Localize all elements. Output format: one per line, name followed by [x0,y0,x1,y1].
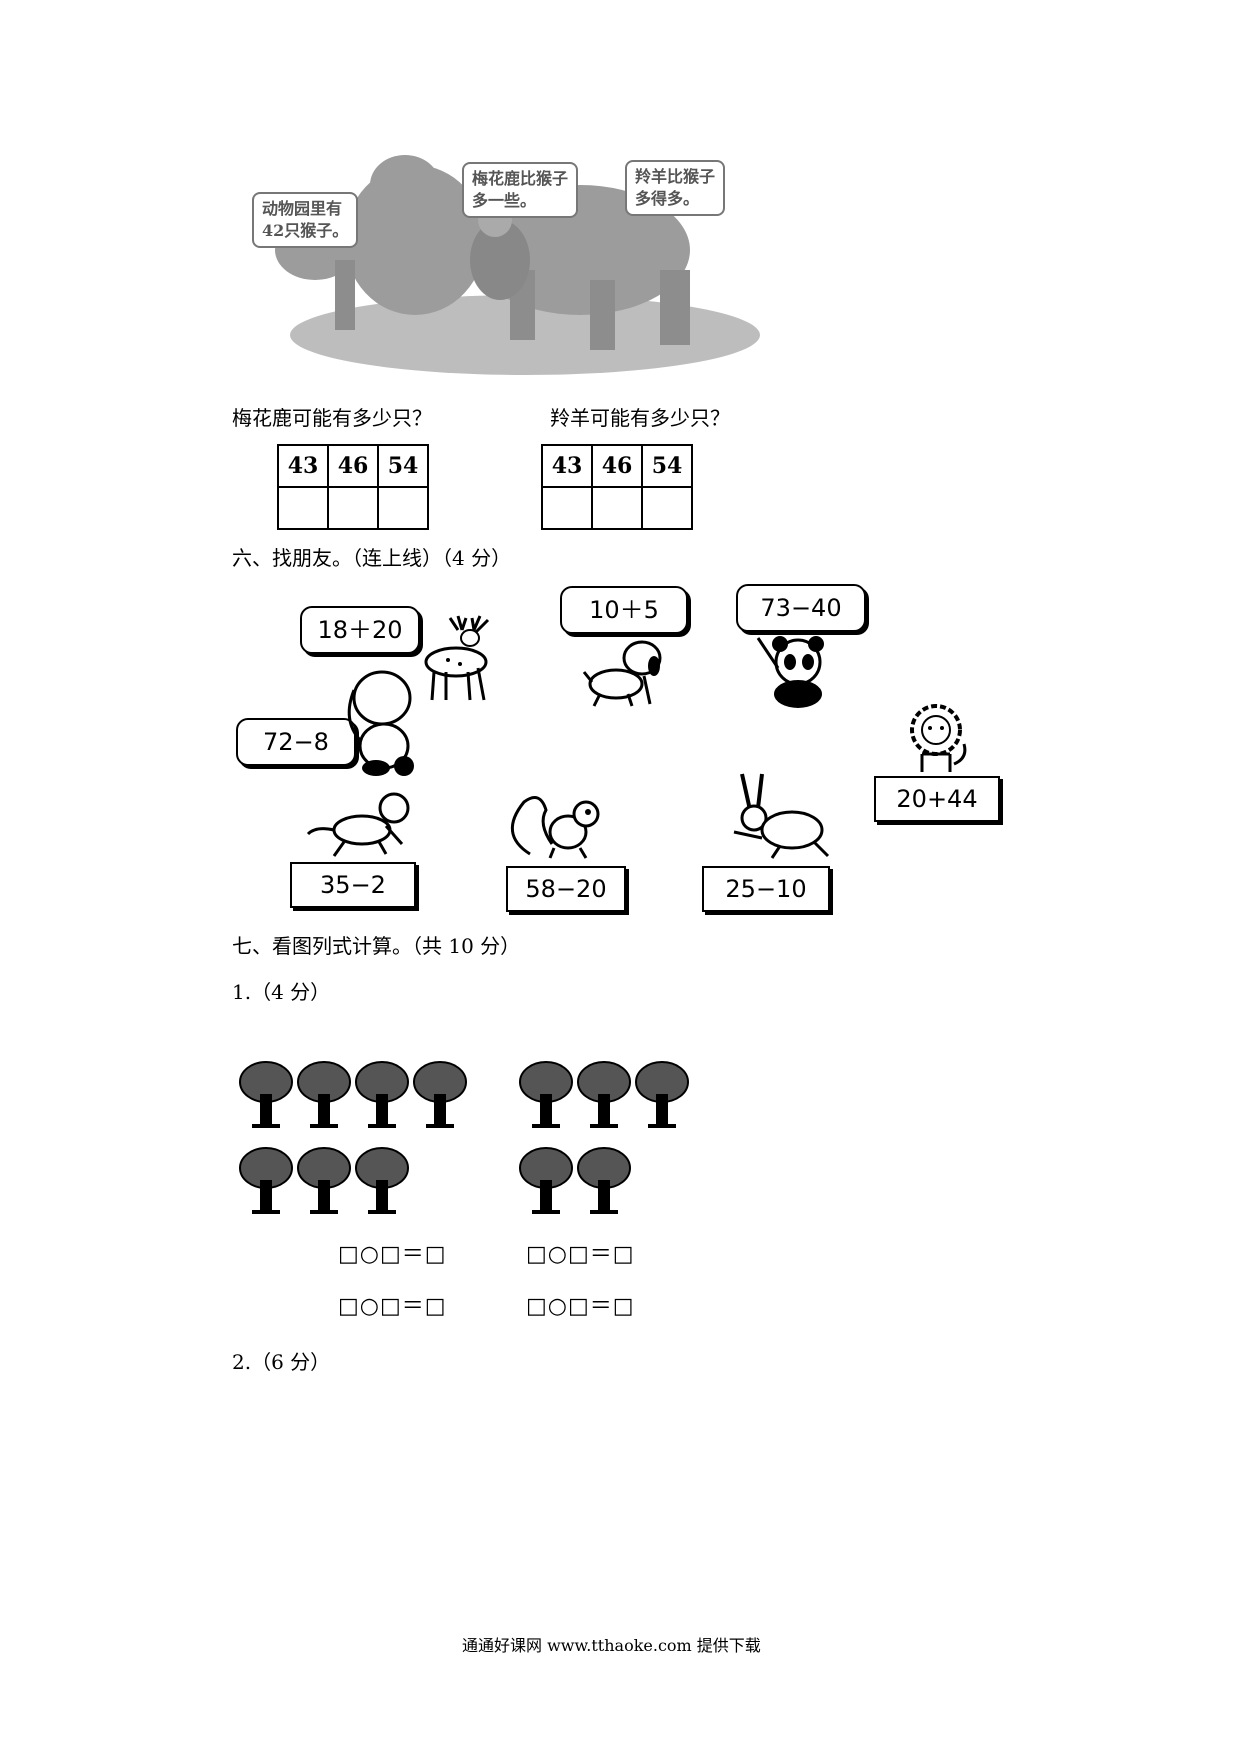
card-elephant-dog[interactable]: 72−8 [236,718,356,766]
equation-left-2[interactable]: □○□＝□ [338,1294,447,1319]
part1-label: 1.（4 分） [232,980,331,1004]
deer-option: 54 [377,444,429,488]
elephant-dog-icon[interactable] [340,668,430,778]
card-squirrel[interactable]: 58−20 [506,866,626,912]
deer-answer-grid: 43 46 54 [277,444,429,530]
equation-right-2[interactable]: □○□＝□ [526,1294,635,1319]
card-dog[interactable]: 10＋5 [560,586,688,634]
deer-answer-cell[interactable] [377,486,429,530]
trees-group-right [518,1060,698,1220]
antelope-answer-cell[interactable] [541,486,593,530]
footer-source: 通通好课网 www.tthaoke.com 提供下载 [462,1636,761,1655]
tree-icon [518,1060,690,1214]
bubble-monkeys: 动物园里有 42只猴子。 [252,192,359,248]
deer-answer-cell[interactable] [277,486,329,530]
dog-icon[interactable] [580,636,670,708]
bubble-deer: 梅花鹿比猴子 多一些。 [462,162,579,218]
bubble-antelope: 羚羊比猴子 多得多。 [625,160,726,216]
card-deer[interactable]: 18＋20 [300,606,420,654]
antelope-answer-cell[interactable] [641,486,693,530]
card-monkey[interactable]: 35−2 [290,862,416,908]
question-deer-prompt: 梅花鹿可能有多少只？ [232,406,432,430]
monkey-icon[interactable] [304,790,414,860]
antelope-option: 46 [591,444,643,488]
deer-answer-cell[interactable] [327,486,379,530]
part2-label: 2.（6 分） [232,1350,331,1374]
section7-title: 七、看图列式计算。（共 10 分） [232,934,521,958]
rabbit-icon[interactable] [720,770,832,862]
antelope-answer-grid: 43 46 54 [541,444,693,530]
lion-icon[interactable] [900,704,974,776]
deer-icon[interactable] [420,612,510,704]
panda-icon[interactable] [752,634,842,710]
card-rabbit[interactable]: 25−10 [702,866,830,912]
trees-group-left [238,1060,478,1220]
squirrel-icon[interactable] [500,792,612,862]
antelope-option: 43 [541,444,593,488]
tree-icon [238,1060,468,1214]
card-panda[interactable]: 73−40 [736,584,866,632]
section6-title: 六、找朋友。（连上线）（4 分） [232,546,512,570]
deer-option: 46 [327,444,379,488]
deer-option: 43 [277,444,329,488]
antelope-option: 54 [641,444,693,488]
equation-right-1[interactable]: □○□＝□ [526,1242,635,1267]
question-antelope-prompt: 羚羊可能有多少只？ [550,406,730,430]
card-lion[interactable]: 20+44 [874,776,1000,822]
equation-left-1[interactable]: □○□＝□ [338,1242,447,1267]
antelope-answer-cell[interactable] [591,486,643,530]
